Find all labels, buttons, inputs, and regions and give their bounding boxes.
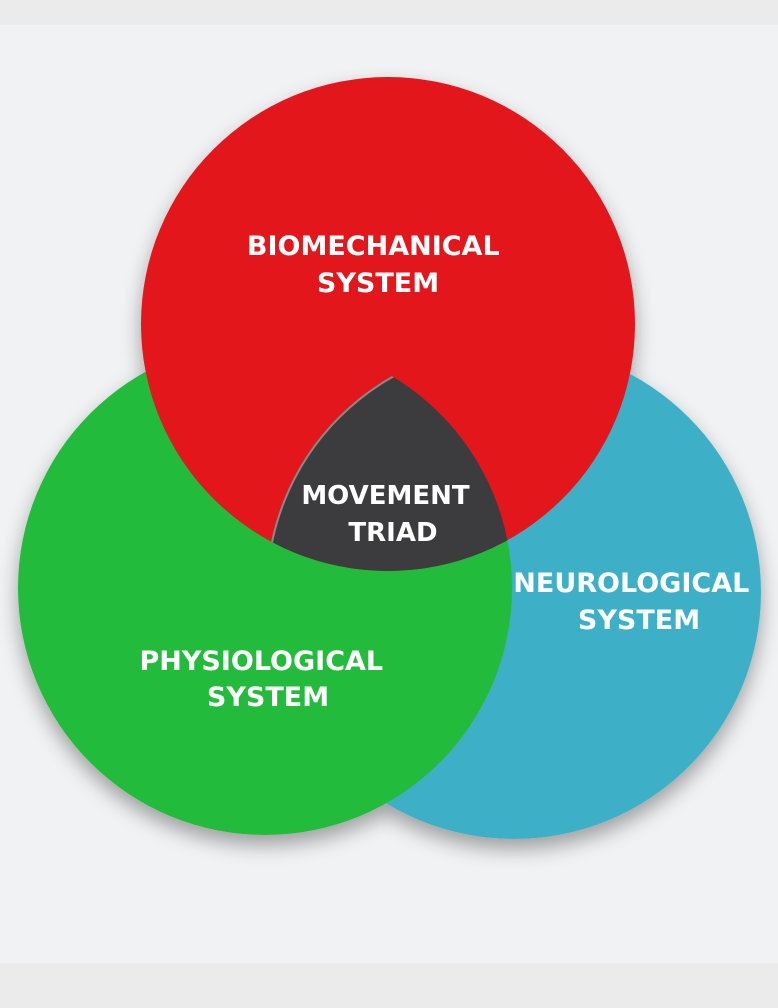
- biomechanical-label-line1: BIOMECHANICAL: [247, 231, 500, 262]
- biomechanical-label: BIOMECHANICAL SYSTEM: [247, 231, 509, 299]
- neurological-label-line2: SYSTEM: [578, 605, 700, 636]
- physiological-label: PHYSIOLOGICAL SYSTEM: [139, 646, 392, 713]
- biomechanical-label-line2: SYSTEM: [317, 268, 439, 299]
- movement-triad-label-line1: MOVEMENT: [301, 481, 470, 511]
- movement-triad-label: MOVEMENT TRIAD: [301, 481, 478, 548]
- biomechanical-circle: [141, 77, 635, 571]
- neurological-label-line1: NEUROLOGICAL: [513, 568, 749, 599]
- neurological-label: NEUROLOGICAL SYSTEM: [513, 568, 758, 636]
- physiological-label-line2: SYSTEM: [207, 682, 329, 713]
- physiological-label-line1: PHYSIOLOGICAL: [139, 646, 383, 677]
- movement-triad-region: [266, 344, 512, 571]
- center-region-clip: [266, 344, 512, 571]
- movement-triad-label-line2: TRIAD: [348, 518, 437, 548]
